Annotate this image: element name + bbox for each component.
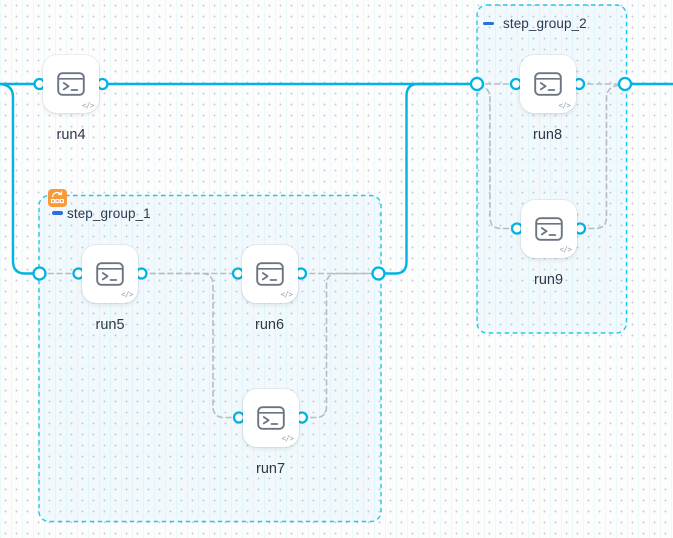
port-run9-out[interactable] — [573, 222, 587, 235]
terminal-icon — [57, 72, 85, 96]
node-run8[interactable]: </> — [519, 55, 576, 113]
node-label-run5: run5 — [95, 316, 125, 333]
edge-run5-to-run7 — [140, 272, 240, 419]
group-title-2: step_group_2 — [503, 16, 587, 31]
collapse-group-1-button[interactable] — [51, 211, 63, 215]
code-icon: </> — [280, 290, 293, 299]
port-run6-out[interactable] — [294, 267, 308, 280]
node-run7[interactable]: </> — [242, 388, 299, 447]
group-title-1: step_group_1 — [67, 205, 151, 221]
port-group1-in[interactable] — [32, 266, 47, 281]
node-label-run9: run9 — [533, 271, 564, 288]
edge-run9-to-group2-out — [579, 83, 626, 230]
terminal-icon — [255, 261, 284, 286]
code-icon: </> — [81, 100, 95, 110]
edge-run7-to-group1-out — [301, 272, 380, 419]
collapse-group-2-button[interactable] — [482, 21, 494, 25]
port-run7-out[interactable] — [295, 411, 309, 424]
port-group2-out[interactable] — [617, 76, 633, 92]
edge-group2-in-to-run9 — [477, 84, 518, 230]
code-icon: </> — [120, 290, 134, 299]
node-label-run4: run4 — [56, 127, 86, 143]
node-run5[interactable]: </> — [82, 244, 138, 303]
node-run4[interactable]: </> — [43, 55, 99, 113]
code-icon: </> — [558, 100, 571, 110]
edge-start-to-step-group-1 — [0, 82, 41, 275]
code-icon: </> — [281, 434, 294, 443]
port-run5-out[interactable] — [135, 267, 148, 280]
port-group1-out[interactable] — [371, 266, 386, 281]
port-group2-in[interactable] — [469, 76, 485, 92]
edge-step-group-1-to-step-group-2 — [377, 82, 442, 275]
node-label-run8: run8 — [532, 127, 563, 143]
group-box-step-group-1[interactable] — [38, 194, 382, 523]
loop-badge-icon — [48, 189, 67, 207]
port-run8-out[interactable] — [572, 77, 586, 91]
port-run4-out[interactable] — [96, 77, 109, 91]
terminal-icon — [533, 72, 562, 96]
node-label-run7: run7 — [255, 460, 286, 477]
node-run9[interactable]: </> — [520, 199, 577, 258]
node-run6[interactable]: </> — [241, 244, 298, 303]
terminal-icon — [256, 405, 285, 430]
code-icon: </> — [559, 245, 572, 254]
terminal-icon — [96, 261, 124, 286]
node-label-run6: run6 — [254, 316, 285, 333]
terminal-icon — [534, 216, 563, 241]
